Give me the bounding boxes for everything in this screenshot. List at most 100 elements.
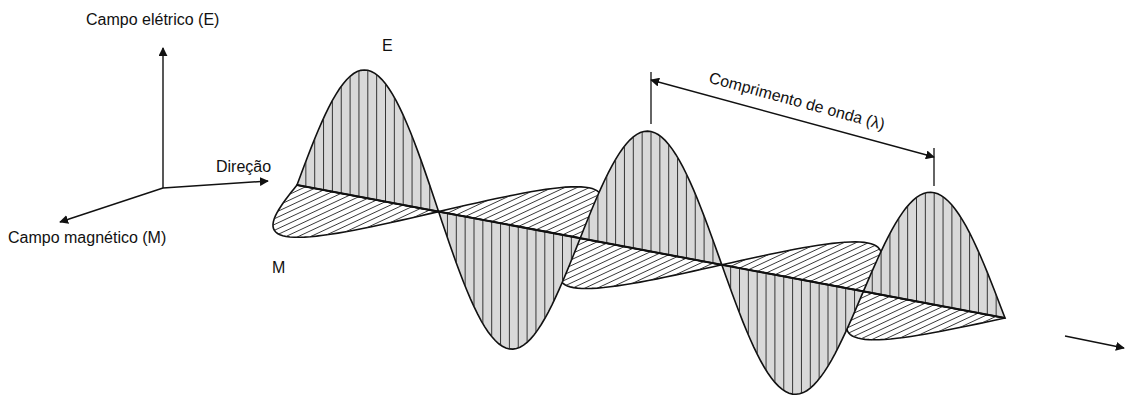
electric-hatch (943, 197, 944, 307)
electric-hatch (978, 251, 979, 313)
magnetic-hatch (748, 250, 790, 270)
electric-hatch (898, 218, 899, 298)
electric-hatch (748, 270, 749, 335)
magnetic-hatch (290, 187, 306, 195)
magnetic-hatch (327, 203, 395, 235)
magnetic-hatch (574, 252, 651, 288)
electric-hatch (659, 136, 660, 253)
axis-label: Campo magnético (M) (8, 228, 166, 247)
electric-hatch (987, 272, 988, 314)
magnetic-hatch (456, 201, 487, 215)
electric-hatch (350, 76, 351, 195)
magnetic-hatch (614, 256, 678, 286)
electric-hatch (651, 132, 652, 252)
electric-lobe (580, 131, 722, 265)
magnetic-hatch (297, 200, 377, 237)
magnetic-hatch (938, 313, 978, 332)
axis-triad (60, 48, 268, 222)
electric-hatch (606, 176, 607, 243)
electric-hatch (518, 227, 519, 348)
electric-hatch (447, 213, 448, 238)
magnetic-hatch (414, 210, 430, 217)
magnetic-hatch (731, 260, 746, 267)
electric-hatch (783, 276, 784, 390)
magnetic-hatch (849, 301, 917, 333)
bracket-tick (933, 148, 934, 186)
electric-hatch (845, 288, 846, 332)
electric-hatch (314, 139, 315, 189)
electric-hatch (597, 195, 598, 241)
magnetic-hatch (346, 205, 403, 232)
dimension-label: Comprimento de onda (λ) (707, 68, 887, 134)
electric-outline (297, 70, 439, 212)
electric-hatch (553, 233, 554, 301)
magnetic-hatch (982, 316, 996, 323)
electric-hatch (482, 220, 483, 324)
electric-lobe (297, 70, 439, 212)
propagation-line (297, 185, 1005, 318)
magnetic-hatch (279, 197, 359, 234)
electric-hatch (951, 205, 952, 308)
magnetic-hatch (675, 261, 704, 275)
electric-hatch (677, 157, 678, 256)
magnetic-hatch (310, 202, 385, 237)
magnetic-hatch (918, 311, 969, 335)
electric-hatch (465, 217, 466, 287)
electric-hatch (615, 159, 616, 245)
electric-hatch (376, 75, 377, 200)
electric-hatch (562, 235, 563, 282)
magnetic-hatch (740, 255, 769, 269)
magnetic-hatch (278, 190, 324, 211)
magnetic-hatch (274, 192, 332, 219)
electric-outline (722, 265, 864, 395)
electric-hatch (403, 115, 404, 205)
electric-hatch (668, 144, 669, 254)
electric-hatch (730, 266, 731, 289)
electric-hatch (429, 185, 430, 210)
magnetic-hatch (518, 190, 596, 226)
wave-label: M (272, 258, 285, 277)
electric-hatch (491, 222, 492, 337)
electric-hatch (509, 225, 510, 349)
electric-hatch (960, 217, 961, 310)
electric-lobe (863, 192, 1005, 318)
electric-hatch (854, 290, 855, 312)
electric-hatch (323, 118, 324, 190)
wave-label: E (382, 36, 393, 55)
electric-hatch (420, 160, 421, 208)
electric-hatch (341, 86, 342, 193)
magnetic-hatch (566, 250, 642, 285)
magnetic-hatch (698, 263, 713, 270)
electric-hatch (589, 216, 590, 240)
electric-hatch (305, 161, 306, 186)
magnetic-hatch (509, 188, 589, 225)
electric-hatch (881, 251, 882, 294)
magnetic-hatch (653, 260, 696, 280)
electric-hatch (704, 216, 705, 261)
magnetic-hatch (447, 206, 463, 213)
electric-hatch (819, 283, 820, 379)
electric-hatch (527, 228, 528, 342)
electric-hatch (872, 271, 873, 293)
electric-hatch (969, 233, 970, 311)
electric-hatch (571, 237, 572, 261)
electric-hatch (836, 286, 837, 350)
axis-label: Direção (216, 157, 271, 176)
electric-hatch (332, 100, 333, 191)
electric-hatch (907, 206, 908, 300)
magnetic-hatch (390, 208, 421, 222)
electric-hatch (535, 230, 536, 332)
electric-hatch (996, 295, 997, 317)
electric-hatch (925, 193, 926, 303)
magnetic-hatch (632, 258, 686, 283)
magnetic-hatch (274, 195, 350, 230)
magnetic-hatch (766, 244, 829, 273)
electric-outline (439, 212, 581, 349)
propagation-arrow (1065, 336, 1124, 348)
electric-hatch (712, 240, 713, 263)
magnetic-hatch (465, 196, 510, 217)
electric-outline (580, 131, 722, 265)
magnetic-hatch (286, 198, 368, 236)
